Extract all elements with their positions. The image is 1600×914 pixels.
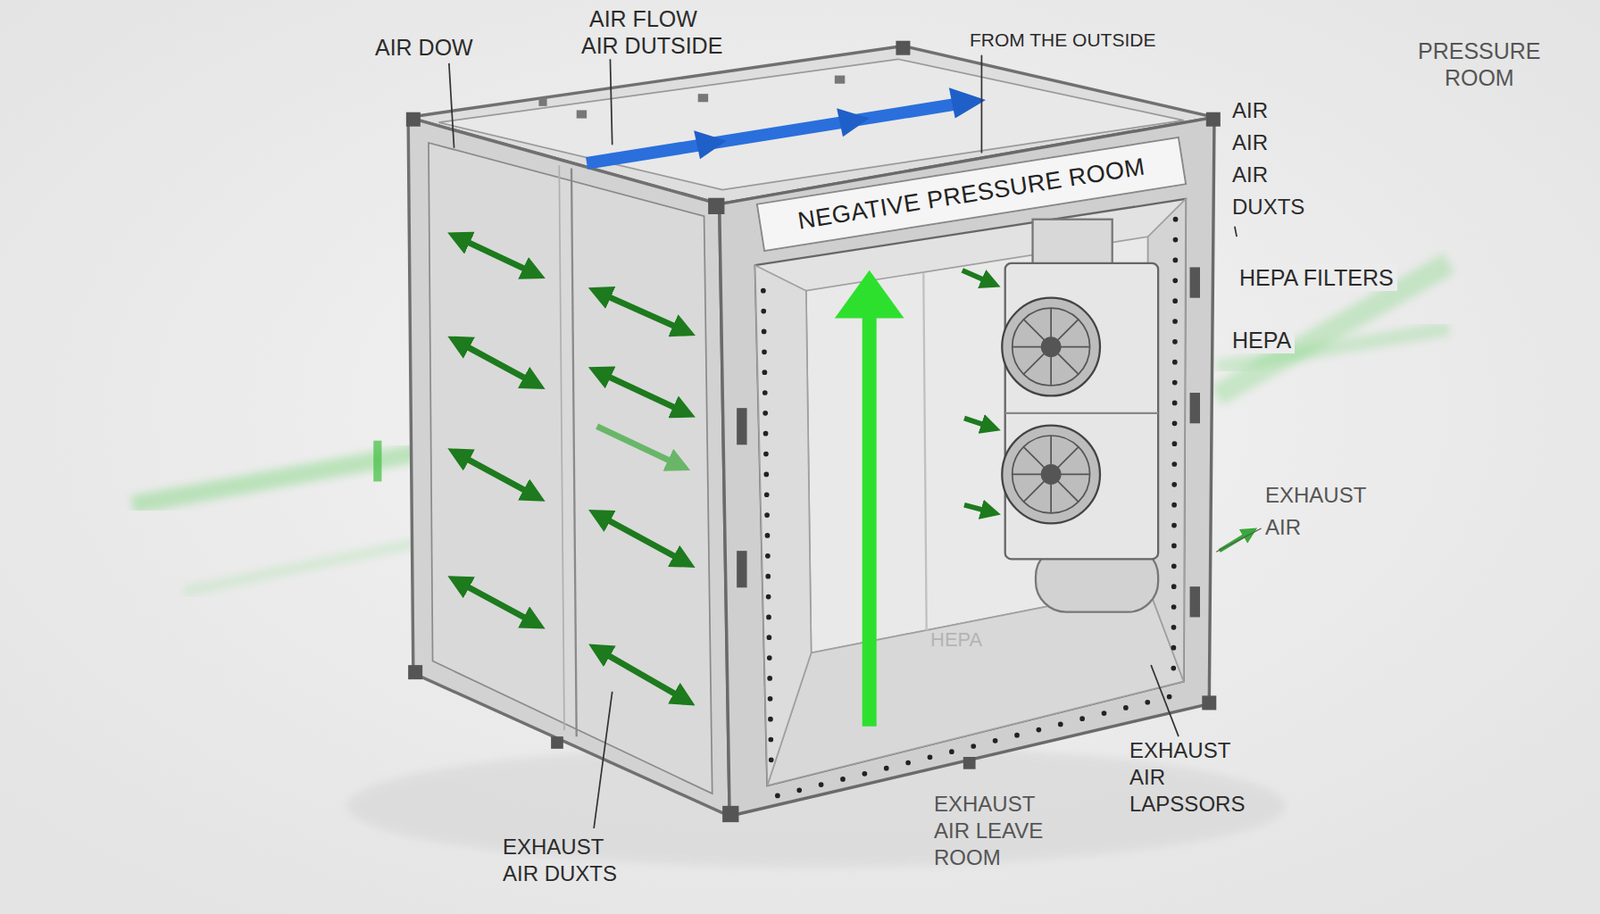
callout-label: AIR DUTSIDE (581, 32, 723, 59)
callout-label: HEPA (930, 628, 983, 652)
callout-label: EXHAUST AIR LAPSSORS (1129, 737, 1245, 818)
banner-text: NEGATIVE PRESSURE ROOM (778, 150, 1165, 238)
callout-label: EXHAUST AIR DUXTS (502, 833, 635, 888)
callout-label: HEPA FILTERS (1235, 264, 1398, 292)
callout-label: FROM THE OUTSIDE (969, 28, 1156, 51)
callout-label: AIR AIR AIR DUXTS (1232, 94, 1305, 224)
callout-label: HEPA (1228, 326, 1295, 354)
callout-label: AIR DOW (375, 33, 474, 61)
callout-label: EXHAUST AIR (1265, 479, 1367, 544)
room-banner: NEGATIVE PRESSURE ROOM (756, 135, 1188, 251)
callout-label: PRESSURE ROOM (1417, 37, 1542, 92)
callout-label: EXHAUST AIR LEAVE ROOM (933, 791, 1059, 872)
callout-label: AIR FLOW (589, 5, 698, 33)
